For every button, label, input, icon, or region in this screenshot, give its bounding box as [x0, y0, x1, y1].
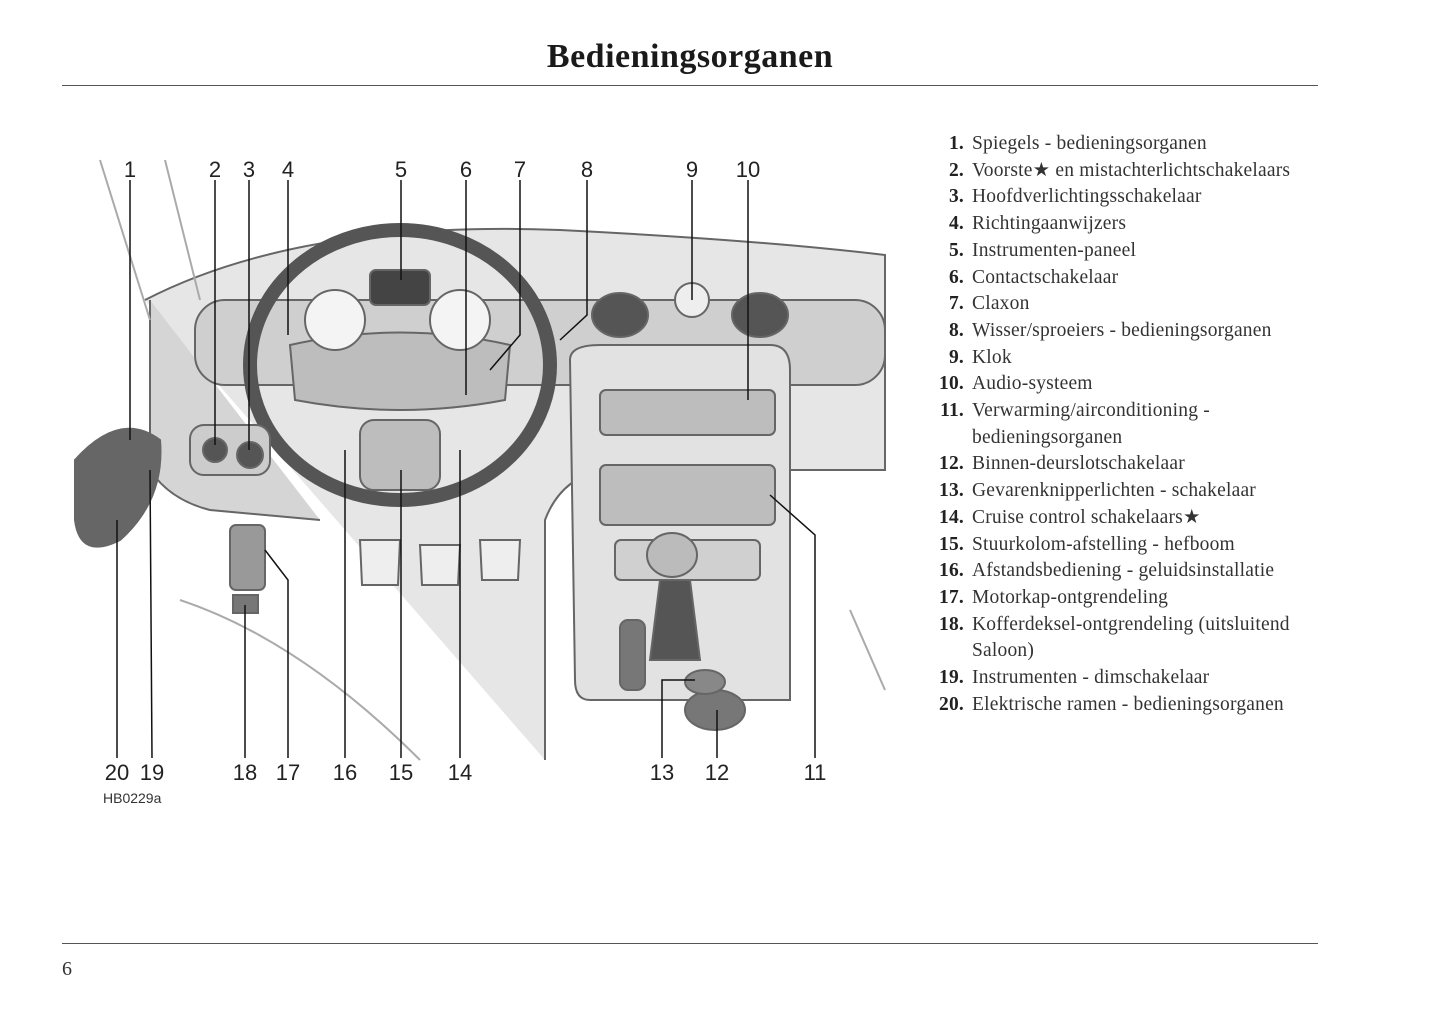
page-number: 6	[62, 958, 72, 980]
legend-number: 3.	[948, 186, 964, 208]
legend-number: 13.	[939, 480, 964, 502]
legend-text: Verwarming/airconditioning - bedieningso…	[972, 400, 1210, 448]
callout-14: 14	[448, 760, 472, 785]
callout-5: 5	[395, 157, 407, 182]
legend-text: Elektrische ramen - bedieningsorganen	[972, 693, 1284, 715]
callout-19: 19	[140, 760, 164, 785]
legend-number: 5.	[948, 239, 964, 261]
callout-9: 9	[686, 157, 698, 182]
legend-item: 16. Afstandsbediening - geluidsinstallati…	[926, 558, 1332, 585]
legend-number: 11.	[940, 400, 964, 422]
legend-item: 11. Verwarming/airconditioning - bedienin…	[926, 398, 1332, 451]
dashboard-drawing	[74, 159, 886, 761]
legend-text: Instrumenten-paneel	[972, 239, 1137, 261]
callout-7: 7	[514, 157, 526, 182]
legend-item: 1. Spiegels - bedieningsorganen	[926, 131, 1332, 158]
legend-item: 4. Richtingaanwijzers	[926, 211, 1332, 238]
legend-number: 16.	[939, 560, 964, 582]
callout-20: 20	[105, 760, 129, 785]
legend-text: Klok	[972, 346, 1012, 368]
legend-text: Afstandsbediening - geluidsinstallatie	[972, 560, 1275, 582]
legend-item: 5. Instrumenten-paneel	[926, 238, 1332, 265]
dashboard-illustration: 1 2 3 4 5 6 7 8 9 10 20 19 18 17 16 15 1…	[74, 157, 886, 785]
legend-number: 7.	[948, 293, 964, 315]
legend-number: 9.	[948, 346, 964, 368]
callout-8: 8	[581, 157, 593, 182]
legend-item: 9. Klok	[926, 345, 1332, 372]
legend-number: 10.	[939, 373, 964, 395]
callout-12: 12	[705, 760, 729, 785]
legend-list: 1. Spiegels - bedieningsorganen 2. Voorste★…	[926, 131, 1332, 718]
legend-text: Audio-systeem	[972, 373, 1093, 395]
legend-text: Wisser/sproeiers - bedieningsorganen	[972, 319, 1272, 341]
callout-1: 1	[124, 157, 136, 182]
callout-4: 4	[282, 157, 294, 182]
leader-lines	[116, 180, 816, 759]
callout-15: 15	[389, 760, 413, 785]
legend-number: 8.	[948, 319, 964, 341]
legend-text: Instrumenten - dimschakelaar	[972, 667, 1210, 689]
legend-item: 2. Voorste★ en mistachterlichtschakelaars	[926, 158, 1332, 185]
legend-item: 10. Audio-systeem	[926, 371, 1332, 398]
legend-number: 15.	[939, 533, 964, 555]
callout-18: 18	[233, 760, 257, 785]
legend-text: Binnen-deurslotschakelaar	[972, 453, 1185, 475]
legend-text: Motorkap-ontgrendeling	[972, 586, 1169, 608]
footer-rule	[62, 943, 1318, 944]
legend-number: 14.	[939, 506, 964, 528]
legend-item: 7. Claxon	[926, 291, 1332, 318]
legend-text: Spiegels - bedieningsorganen	[972, 133, 1207, 154]
legend-item: 12. Binnen-deurslotschakelaar	[926, 451, 1332, 478]
figure-code: HB0229a	[103, 790, 162, 806]
legend-number: 2.	[948, 159, 964, 181]
legend-item: 14. Cruise control schakelaars★	[926, 505, 1332, 532]
legend-item: 15. Stuurkolom-afstelling - hefboom	[926, 532, 1332, 559]
legend-item: 18. Kofferdeksel-ontgrendeling (uitsluite…	[926, 612, 1332, 665]
legend-text: Contactschakelaar	[972, 266, 1119, 288]
legend-number: 1.	[948, 133, 964, 154]
legend-item: 3. Hoofdverlichtingsschakelaar	[926, 184, 1332, 211]
legend-item: 6. Contactschakelaar	[926, 265, 1332, 292]
legend-number: 17.	[939, 586, 964, 608]
header-rule	[62, 85, 1318, 86]
legend-item: 20. Elektrische ramen - bedieningsorganen	[926, 692, 1332, 719]
callout-numbers: 1 2 3 4 5 6 7 8 9 10 20 19 18 17 16 15 1…	[105, 157, 827, 785]
callout-10: 10	[736, 157, 760, 182]
legend-item: 17. Motorkap-ontgrendeling	[926, 585, 1332, 612]
callout-16: 16	[333, 760, 357, 785]
legend-number: 18.	[939, 613, 964, 635]
legend-text: Richtingaanwijzers	[972, 213, 1127, 235]
legend-number: 19.	[939, 667, 964, 689]
page-title: Bedieningsorganen	[546, 38, 834, 75]
legend-text: Kofferdeksel-ontgrendeling (uitsluitend …	[972, 613, 1290, 662]
legend-text: Stuurkolom-afstelling - hefboom	[972, 533, 1235, 555]
callout-13: 13	[650, 760, 674, 785]
callout-17: 17	[276, 760, 300, 785]
legend-number: 4.	[948, 213, 964, 235]
callout-11: 11	[804, 760, 827, 785]
legend-text: Claxon	[972, 293, 1030, 315]
legend-text: Gevarenknipperlichten - schakelaar	[972, 480, 1256, 502]
legend-number: 20.	[939, 693, 964, 715]
legend-text: Voorste★ en mistachterlichtschakelaars	[972, 159, 1291, 181]
callout-2: 2	[209, 157, 221, 182]
legend-text: Cruise control schakelaars★	[972, 506, 1201, 528]
legend-item: 19. Instrumenten - dimschakelaar	[926, 665, 1332, 692]
callout-6: 6	[460, 157, 472, 182]
legend-text: Hoofdverlichtingsschakelaar	[972, 186, 1202, 208]
legend-item: 8. Wisser/sproeiers - bedieningsorganen	[926, 318, 1332, 345]
legend-number: 6.	[948, 266, 964, 288]
legend-item: 13. Gevarenknipperlichten - schakelaar	[926, 478, 1332, 505]
callout-3: 3	[243, 157, 255, 182]
legend-number: 12.	[939, 453, 964, 475]
